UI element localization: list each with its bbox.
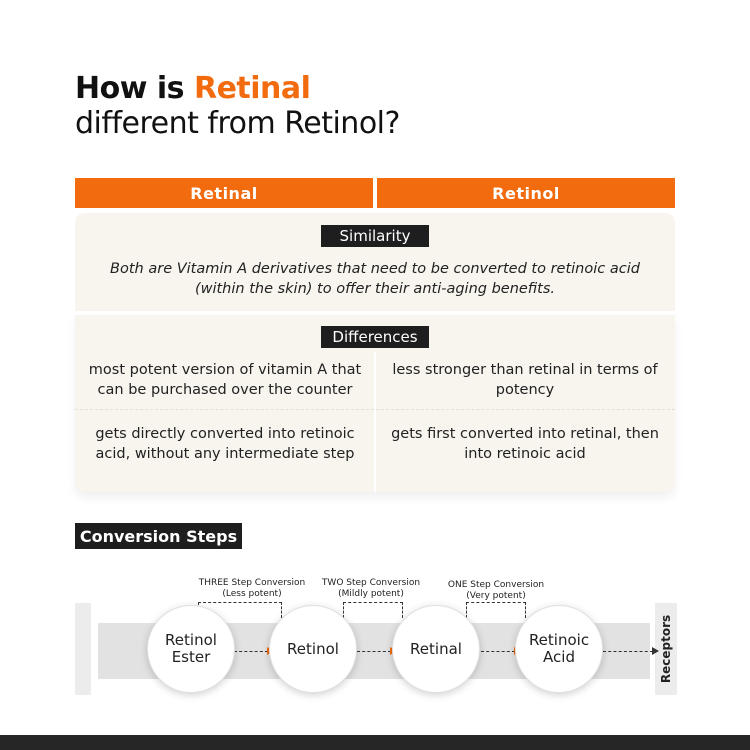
one-step-bracket bbox=[466, 602, 526, 618]
retinal-difference-1: most potent version of vitamin A that ca… bbox=[88, 362, 362, 398]
retinol-difference-1: less stronger than retinal in terms of p… bbox=[392, 362, 658, 398]
column-header-retinol: Retinol bbox=[377, 178, 675, 208]
two-step-bracket bbox=[343, 602, 403, 618]
column-divider bbox=[374, 352, 376, 492]
title-subline: different from Retinol? bbox=[75, 105, 400, 141]
title-prefix: How is bbox=[75, 71, 194, 106]
retinol-difference-2: gets first converted into retinal, then … bbox=[391, 426, 659, 462]
retinal-difference-2: gets directly converted into retinoic ac… bbox=[95, 426, 355, 462]
page-title: How is Retinal different from Retinol? bbox=[75, 71, 400, 141]
arrow-icon bbox=[357, 646, 397, 655]
two-step-label: TWO Step Conversion (Mildly potent) bbox=[321, 578, 421, 599]
one-step-label: ONE Step Conversion (Very potent) bbox=[447, 580, 545, 601]
differences-tag: Differences bbox=[321, 326, 429, 348]
similarity-text: Both are Vitamin A derivatives that need… bbox=[110, 261, 640, 297]
column-header-retinal: Retinal bbox=[75, 178, 373, 208]
row-divider bbox=[75, 409, 675, 410]
conversion-steps-title: Conversion Steps bbox=[75, 523, 242, 549]
receptors-cap bbox=[655, 603, 677, 695]
title-accent-word: Retinal bbox=[193, 71, 311, 106]
arrow-icon bbox=[234, 646, 274, 655]
arrow-icon bbox=[481, 646, 521, 655]
footer-bar bbox=[0, 735, 750, 750]
three-step-label: THREE Step Conversion (Less potent) bbox=[198, 578, 306, 599]
receptors-label: Receptors bbox=[659, 614, 673, 684]
step-retinol: Retinol bbox=[269, 605, 357, 693]
similarity-tag: Similarity bbox=[321, 225, 429, 247]
track-start-cap bbox=[75, 603, 91, 695]
step-retinal: Retinal bbox=[392, 605, 480, 693]
arrow-icon bbox=[603, 646, 659, 655]
